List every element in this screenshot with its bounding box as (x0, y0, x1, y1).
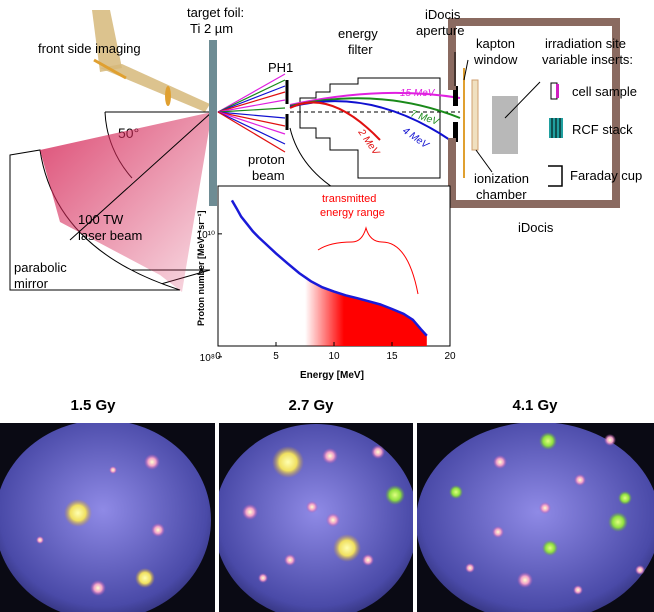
laser-axis (69, 111, 213, 241)
nucleus-image-2 (219, 423, 413, 612)
label-target-foil-1: target foil: (187, 5, 244, 20)
y-tick-label: 10¹⁰ (197, 230, 215, 241)
annotation-energy-range: energy range (320, 207, 385, 219)
imaging-mirror (93, 58, 127, 80)
label-aperture-2: aperture (416, 23, 464, 38)
rcf-stack-icon (549, 118, 563, 138)
target-foil (209, 40, 217, 206)
label-energy-filter-2: filter (348, 42, 373, 57)
label-laser-1: 100 TW (78, 212, 124, 227)
label-proton-1: proton (248, 152, 285, 167)
x-axis-label: Energy [MeV] (300, 370, 364, 381)
label-front-side-imaging: front side imaging (38, 41, 141, 56)
idocis-aperture-lower (453, 122, 458, 142)
mirror-surface (9, 149, 181, 291)
microscopy-panels: 1.5 Gy 2.7 Gy 4.1 Gy (0, 397, 654, 612)
leader-irradiation (504, 81, 541, 119)
label-irradiation-2: variable inserts: (542, 52, 633, 67)
label-laser-2: laser beam (78, 228, 142, 243)
label-ionization-2: chamber (476, 187, 527, 202)
label-irradiation-1: irradiation site (545, 36, 626, 51)
faraday-cup-icon (548, 165, 563, 187)
label-mirror-1: parabolic (14, 260, 67, 275)
trajectory-15mev (289, 91, 461, 106)
nucleus-image-3 (417, 423, 654, 612)
label-cell-sample: cell sample (572, 84, 637, 99)
ionization-chamber-body (471, 79, 479, 151)
imaging-lens (165, 86, 171, 106)
label-ionization-1: ionization (474, 171, 529, 186)
y-axis-label: Proton number [MeV⁻¹sr⁻¹] (196, 210, 206, 326)
annotation-transmitted: transmitted (322, 193, 376, 205)
label-idocis: iDocis (518, 220, 554, 235)
label-ph1: PH1 (268, 60, 293, 75)
plot-marks (230, 199, 428, 346)
transmitted-energy-area (305, 273, 427, 346)
x-tick-label: 10 (328, 351, 340, 362)
y-tick-label: 10⁸ (200, 353, 215, 364)
imaging-beam (92, 10, 122, 72)
cell-sample-icon (550, 82, 559, 100)
x-tick-label: 20 (444, 351, 456, 362)
annotation-brace (317, 226, 419, 295)
label-proton-2: beam (252, 168, 285, 183)
proton-fan (217, 73, 286, 153)
leader-kapton (463, 59, 469, 81)
plot-ticks: 0510152010¹⁰10⁸ (197, 230, 456, 364)
label-kapton-1: kapton (476, 36, 515, 51)
laser-beam (40, 112, 212, 292)
x-tick-label: 15 (386, 351, 398, 362)
trajectory-2mev (289, 101, 381, 141)
label-mirror-2: mirror (14, 276, 49, 291)
label-kapton-2: window (473, 52, 518, 67)
idocis-aperture-upper (453, 86, 458, 106)
dose-label-3: 4.1 Gy (512, 397, 558, 414)
dose-label-1: 1.5 Gy (70, 397, 116, 414)
spectrum-line (230, 199, 428, 337)
irradiation-insert (492, 96, 518, 154)
spectrum-chart: 0510152010¹⁰10⁸ transmitted energy range… (196, 185, 456, 381)
label-rcf-stack: RCF stack (572, 122, 633, 137)
label-energy-filter-1: energy (338, 26, 378, 41)
label-faraday-cup: Faraday cup (570, 168, 642, 183)
x-tick-label: 5 (273, 351, 279, 362)
setup-diagram: 50° (9, 5, 642, 292)
nucleus-image-1 (0, 423, 215, 612)
label-target-foil-2: Ti 2 µm (190, 21, 233, 36)
dose-label-2: 2.7 Gy (288, 397, 334, 414)
trajectory-label-15mev: 15 MeV (400, 88, 436, 99)
imaging-beam-lower (100, 64, 210, 112)
leader-ionization (475, 149, 493, 173)
label-aperture-1: iDocis (425, 7, 461, 22)
